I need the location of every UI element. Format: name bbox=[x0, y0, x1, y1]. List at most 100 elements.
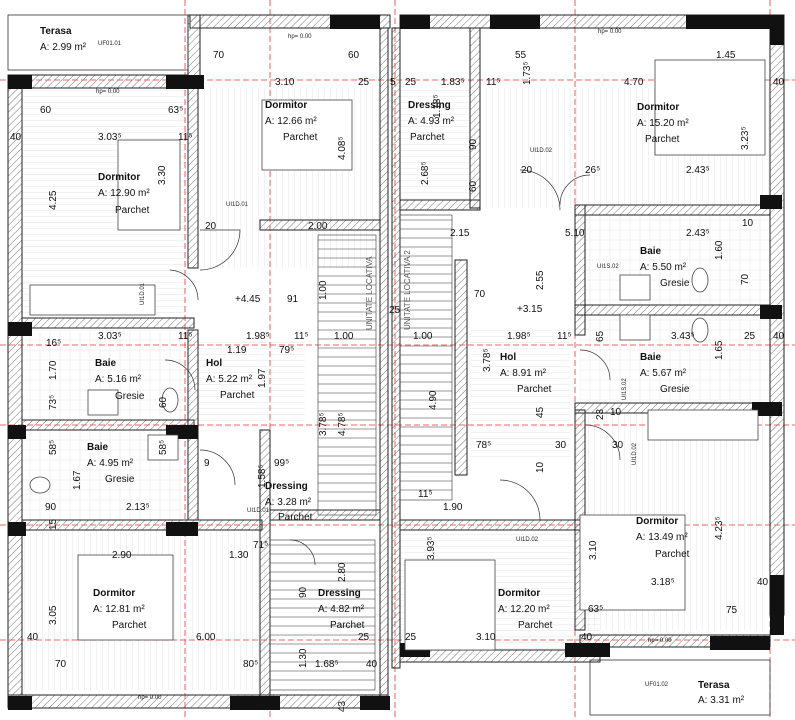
level-marker-1: +4.45 bbox=[235, 294, 261, 305]
room-labels: Terasa A: 2.99 m² Dormitor A: 12.90 m² P… bbox=[40, 26, 745, 706]
dimension-label: 25 bbox=[358, 77, 370, 88]
dimension-label: 1.30 bbox=[298, 648, 309, 668]
room-name: Hol bbox=[206, 358, 222, 369]
dimension-label: 40 bbox=[27, 632, 39, 643]
dimension-label: 1.19 bbox=[227, 345, 247, 356]
dimension-label: 5 bbox=[390, 77, 396, 88]
dimension-label: 1.98⁵ bbox=[507, 331, 531, 342]
sink-2 bbox=[147, 434, 179, 461]
room-name: Dormitor bbox=[98, 172, 140, 183]
dimension-label: 3.78⁵ bbox=[482, 348, 493, 372]
room-material: Parchet bbox=[220, 390, 255, 401]
dimension-label: 60 bbox=[40, 105, 52, 116]
sink-1 bbox=[87, 389, 119, 416]
bed-1 bbox=[117, 139, 181, 231]
dimension-label: 40 bbox=[757, 577, 769, 588]
dimension-label: 23 bbox=[595, 408, 606, 420]
dimension-label: 70 bbox=[55, 659, 67, 670]
bed-2 bbox=[261, 99, 353, 171]
furniture bbox=[29, 59, 766, 651]
dimension-label: 40 bbox=[581, 632, 593, 643]
room-area: A: 3.28 m² bbox=[265, 497, 312, 508]
dimension-label: 80⁵ bbox=[243, 659, 258, 670]
dimension-label: 1.83⁵ bbox=[441, 77, 465, 88]
room-name: Dressing bbox=[408, 100, 451, 111]
dimension-label: 4.23⁵ bbox=[714, 516, 725, 540]
room-material: Gresie bbox=[105, 474, 135, 485]
dimension-label: 30 bbox=[612, 440, 624, 451]
toilet-2 bbox=[29, 476, 51, 494]
dimension-label: 58⁵ bbox=[48, 440, 59, 455]
dimension-label: 1.68⁵ bbox=[315, 659, 339, 670]
dimension-label: 90 bbox=[45, 502, 57, 513]
level-marker-2: +3.15 bbox=[517, 304, 543, 315]
dimension-label: 3.10 bbox=[275, 77, 295, 88]
bed-5 bbox=[404, 559, 496, 651]
room-material: Parchet bbox=[330, 620, 365, 631]
dimension-label: 4.90 bbox=[428, 390, 439, 410]
dimension-label: 3.05 bbox=[48, 605, 59, 625]
dimension-label: 3.43⁵ bbox=[671, 331, 695, 342]
dimension-label: 2.90 bbox=[112, 550, 132, 561]
dimension-label: 3.10 bbox=[476, 632, 496, 643]
dimension-label: 1.67 bbox=[72, 470, 83, 490]
room-material: Parchet bbox=[115, 205, 150, 216]
dimension-label: 71⁵ bbox=[253, 540, 268, 551]
dimension-label: 1.65 bbox=[714, 340, 725, 360]
bed-6 bbox=[579, 514, 686, 611]
dimension-label: 60 bbox=[158, 396, 169, 408]
dimension-label: 25 bbox=[405, 77, 417, 88]
dimension-label: 1.00 bbox=[318, 280, 329, 300]
dimension-label: 2.15 bbox=[450, 228, 470, 239]
dimension-label: 15 bbox=[48, 518, 59, 530]
room-name: Baie bbox=[87, 442, 109, 453]
dimension-label: 11⁵ bbox=[486, 77, 501, 88]
hp-label: hp= 0.00 bbox=[96, 89, 120, 95]
dimension-label: 2.43⁵ bbox=[686, 165, 710, 176]
dimension-label: 20 bbox=[205, 221, 217, 232]
dimension-label: 10 bbox=[742, 218, 754, 229]
bed-4 bbox=[77, 554, 174, 641]
stair-steps bbox=[270, 219, 452, 681]
room-area: A: 5.50 m² bbox=[640, 262, 687, 273]
dimension-label: 63⁵ bbox=[168, 105, 183, 116]
room-area: A: 5.67 m² bbox=[640, 368, 687, 379]
dimension-label: 73⁵ bbox=[48, 395, 59, 410]
dimension-label: 11⁵ bbox=[178, 132, 193, 143]
dimension-label: 45 bbox=[535, 406, 546, 418]
dimension-label: 11⁵ bbox=[418, 489, 433, 500]
dimension-label: 1.58⁵ bbox=[257, 464, 268, 488]
room-name: Baie bbox=[640, 352, 662, 363]
dimension-label: 63⁵ bbox=[588, 604, 603, 615]
room-area: A: 12.20 m² bbox=[498, 604, 550, 615]
room-material: Parchet bbox=[645, 134, 680, 145]
room-material: Parchet bbox=[517, 384, 552, 395]
dimension-label: 9 bbox=[204, 458, 210, 469]
dimension-label: 70 bbox=[213, 50, 225, 61]
dimension-label: 11⁵ bbox=[294, 331, 309, 342]
terraces bbox=[7, 14, 771, 716]
dimension-label: 75 bbox=[726, 605, 738, 616]
room-name: Dressing bbox=[265, 481, 308, 492]
room-name: Hol bbox=[500, 352, 516, 363]
dimension-label: 20 bbox=[521, 165, 533, 176]
ui-label: UI1S.02 bbox=[597, 264, 619, 270]
room-name: Dormitor bbox=[636, 516, 678, 527]
dimension-label: 1.60 bbox=[714, 240, 725, 260]
room-name: Dormitor bbox=[265, 100, 307, 111]
dimension-label: 25 bbox=[389, 305, 401, 316]
misc-labels: UNITATE LOCATIVA UNITATE LOCATIVA 2 +4.4… bbox=[96, 29, 672, 701]
uf-label: UF01.02 bbox=[645, 682, 669, 688]
room-material: Parchet bbox=[112, 620, 147, 631]
room-name: Baie bbox=[95, 358, 117, 369]
dimension-label: 2.13⁵ bbox=[126, 502, 150, 513]
dimension-label: 3.78⁵ bbox=[318, 412, 329, 436]
room-material: Parchet bbox=[410, 132, 445, 143]
dimension-label: 60 bbox=[468, 180, 479, 192]
dimension-label: 3.93⁵ bbox=[426, 536, 437, 560]
dimension-label: 2.43⁵ bbox=[686, 228, 710, 239]
dimension-label: 3.30 bbox=[157, 165, 168, 185]
room-area: A: 2.99 m² bbox=[40, 42, 87, 53]
ui-label: UI1D.01 bbox=[247, 508, 270, 514]
